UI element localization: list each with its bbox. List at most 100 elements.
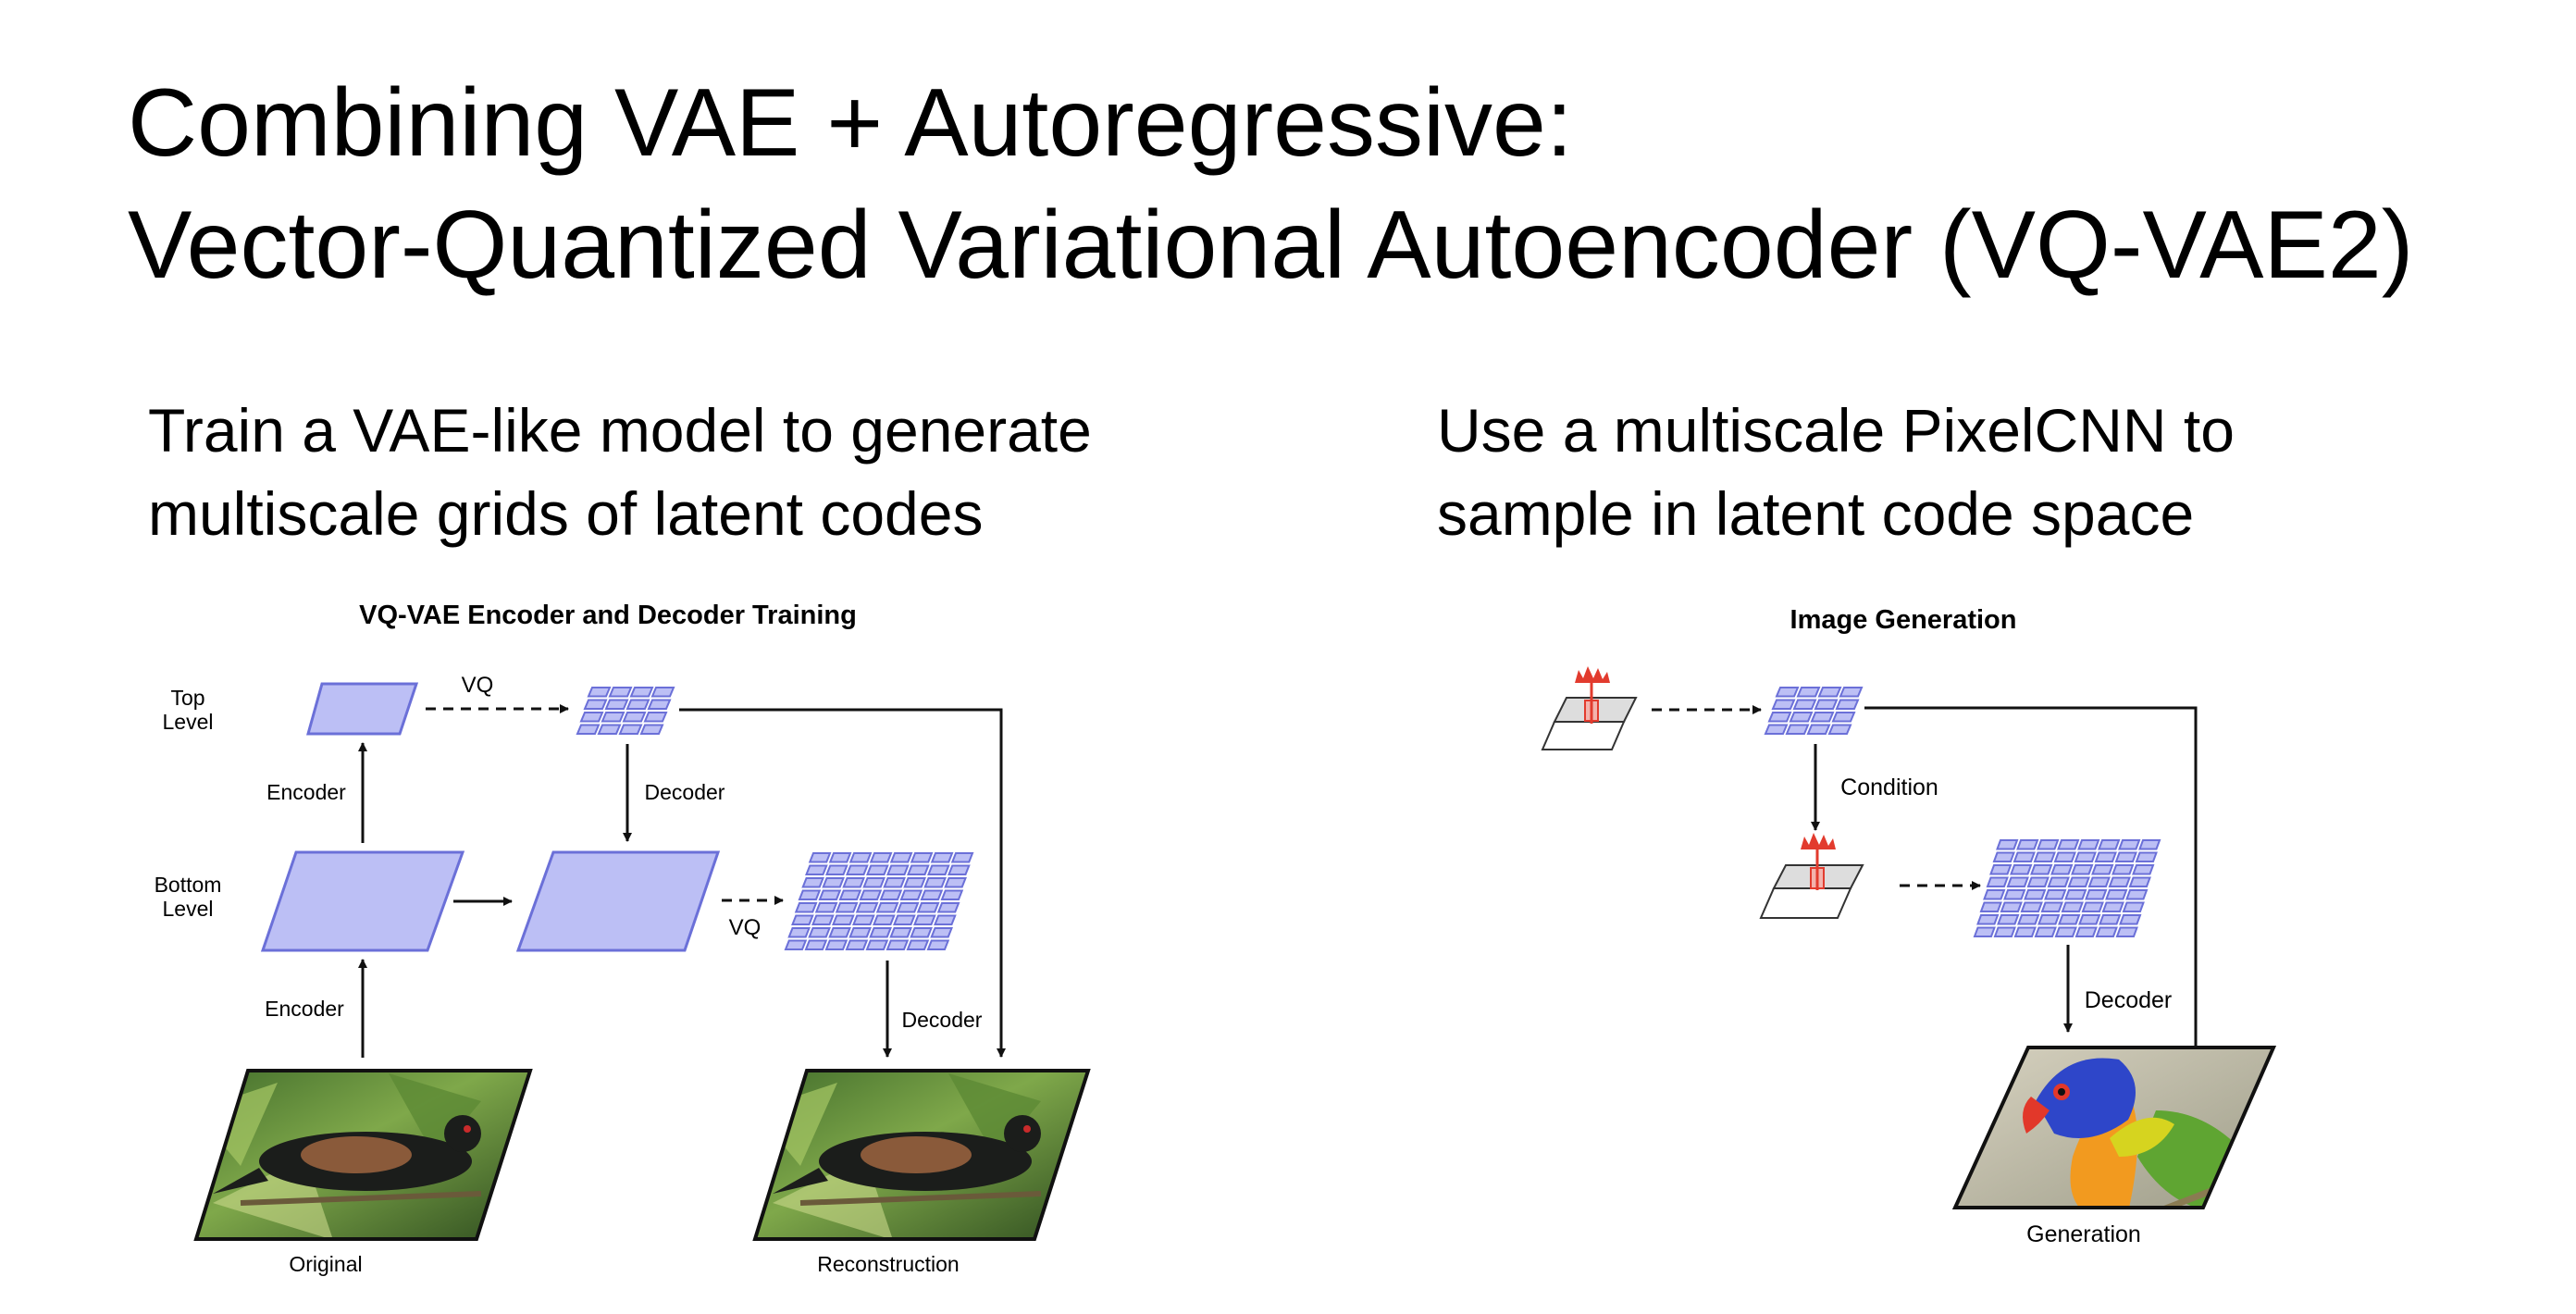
code-cell xyxy=(828,852,852,863)
code-cell xyxy=(2074,851,2097,862)
code-cell xyxy=(838,889,862,900)
code-cell xyxy=(855,902,879,913)
code-cell xyxy=(896,902,920,913)
code-cell xyxy=(1775,687,1800,698)
code-cell xyxy=(798,889,822,900)
code-cell xyxy=(2085,889,2108,900)
code-cell xyxy=(1973,926,1996,937)
code-cell xyxy=(2138,839,2161,850)
generation-diagram: Image Generation Condition Decoder xyxy=(1541,605,2277,1247)
top-level-label-line1: Top xyxy=(170,686,204,710)
vq-top-label: VQ xyxy=(462,673,494,698)
code-cell xyxy=(1992,851,2015,862)
code-cell xyxy=(916,902,940,913)
code-cell xyxy=(2037,914,2061,925)
code-cell xyxy=(650,687,675,698)
code-cell xyxy=(859,889,883,900)
code-cell xyxy=(583,699,608,710)
pixelcnn-bottom-sampler xyxy=(1759,833,1864,919)
code-cell xyxy=(2016,839,2039,850)
code-cell xyxy=(1796,687,1821,698)
code-cell xyxy=(936,902,960,913)
code-cell xyxy=(913,914,936,925)
reconstruction-caption: Reconstruction xyxy=(817,1252,959,1276)
code-cell xyxy=(2050,864,2074,875)
code-cell xyxy=(2054,926,2077,937)
code-cell xyxy=(2119,914,2142,925)
code-cell xyxy=(2058,914,2081,925)
code-cell xyxy=(1810,712,1835,723)
code-cell xyxy=(2012,851,2036,862)
code-cell xyxy=(845,939,869,950)
code-cell xyxy=(842,877,865,888)
code-cell xyxy=(2112,864,2135,875)
code-cell xyxy=(832,914,855,925)
top-to-reconstruction-line xyxy=(679,708,1006,1058)
code-cell xyxy=(2006,876,2029,887)
code-cell xyxy=(875,902,899,913)
code-cell xyxy=(1785,724,1810,735)
code-cell xyxy=(1993,926,2016,937)
bottom-latent-map-encoder xyxy=(260,850,465,952)
code-cell xyxy=(2135,851,2158,862)
code-cell xyxy=(643,712,668,723)
code-cell xyxy=(647,699,672,710)
code-cell xyxy=(2024,889,2047,900)
code-cell xyxy=(2114,851,2137,862)
code-cell xyxy=(886,939,910,950)
code-cell xyxy=(2115,926,2138,937)
code-cell xyxy=(629,687,654,698)
vq-bottom-label: VQ xyxy=(729,915,762,940)
code-cell xyxy=(804,939,828,950)
code-cell xyxy=(873,914,896,925)
top-latent-map xyxy=(306,682,419,736)
code-cell xyxy=(601,712,625,723)
code-cell xyxy=(2040,901,2063,912)
code-cell xyxy=(1831,712,1856,723)
code-cell xyxy=(2047,876,2070,887)
code-cell xyxy=(2122,901,2145,912)
slide-title-line2: Vector-Quantized Variational Autoencoder… xyxy=(128,192,2413,299)
code-cell xyxy=(1817,687,1842,698)
code-cell xyxy=(923,877,947,888)
code-cell xyxy=(822,877,845,888)
code-cell xyxy=(1827,724,1852,735)
code-cell xyxy=(2098,839,2121,850)
code-cell xyxy=(2003,889,2026,900)
code-cell xyxy=(1806,724,1831,735)
code-cell xyxy=(899,889,923,900)
code-cell xyxy=(784,939,808,950)
code-cell xyxy=(1986,876,2009,887)
code-cell xyxy=(604,699,629,710)
code-cell xyxy=(2118,839,2141,850)
code-cell xyxy=(808,927,831,938)
code-cell xyxy=(1979,901,2002,912)
code-cell xyxy=(2033,851,2056,862)
code-cell xyxy=(893,914,916,925)
generation-diagram-title: Image Generation xyxy=(1790,605,2017,635)
code-cell xyxy=(883,877,906,888)
code-cell xyxy=(2094,851,2117,862)
code-cell xyxy=(2026,876,2050,887)
code-cell xyxy=(866,864,889,875)
code-cell xyxy=(940,889,964,900)
code-cell xyxy=(1771,699,1796,710)
code-cell xyxy=(879,889,903,900)
code-cell xyxy=(848,852,873,863)
encoder-top-label: Encoder xyxy=(266,780,346,804)
generated-bottom-code-grid xyxy=(1973,839,2161,937)
code-cell xyxy=(1983,889,2006,900)
code-cell xyxy=(2132,864,2155,875)
code-cell xyxy=(825,864,848,875)
bottom-latent-map-decoder xyxy=(515,850,721,952)
code-cell xyxy=(791,914,814,925)
code-cell xyxy=(886,864,910,875)
code-cell xyxy=(2081,901,2104,912)
code-cell xyxy=(2091,864,2114,875)
code-cell xyxy=(811,914,835,925)
code-cell xyxy=(1997,914,2020,925)
code-cell xyxy=(2034,926,2057,937)
code-cell xyxy=(852,914,875,925)
code-cell xyxy=(907,864,930,875)
